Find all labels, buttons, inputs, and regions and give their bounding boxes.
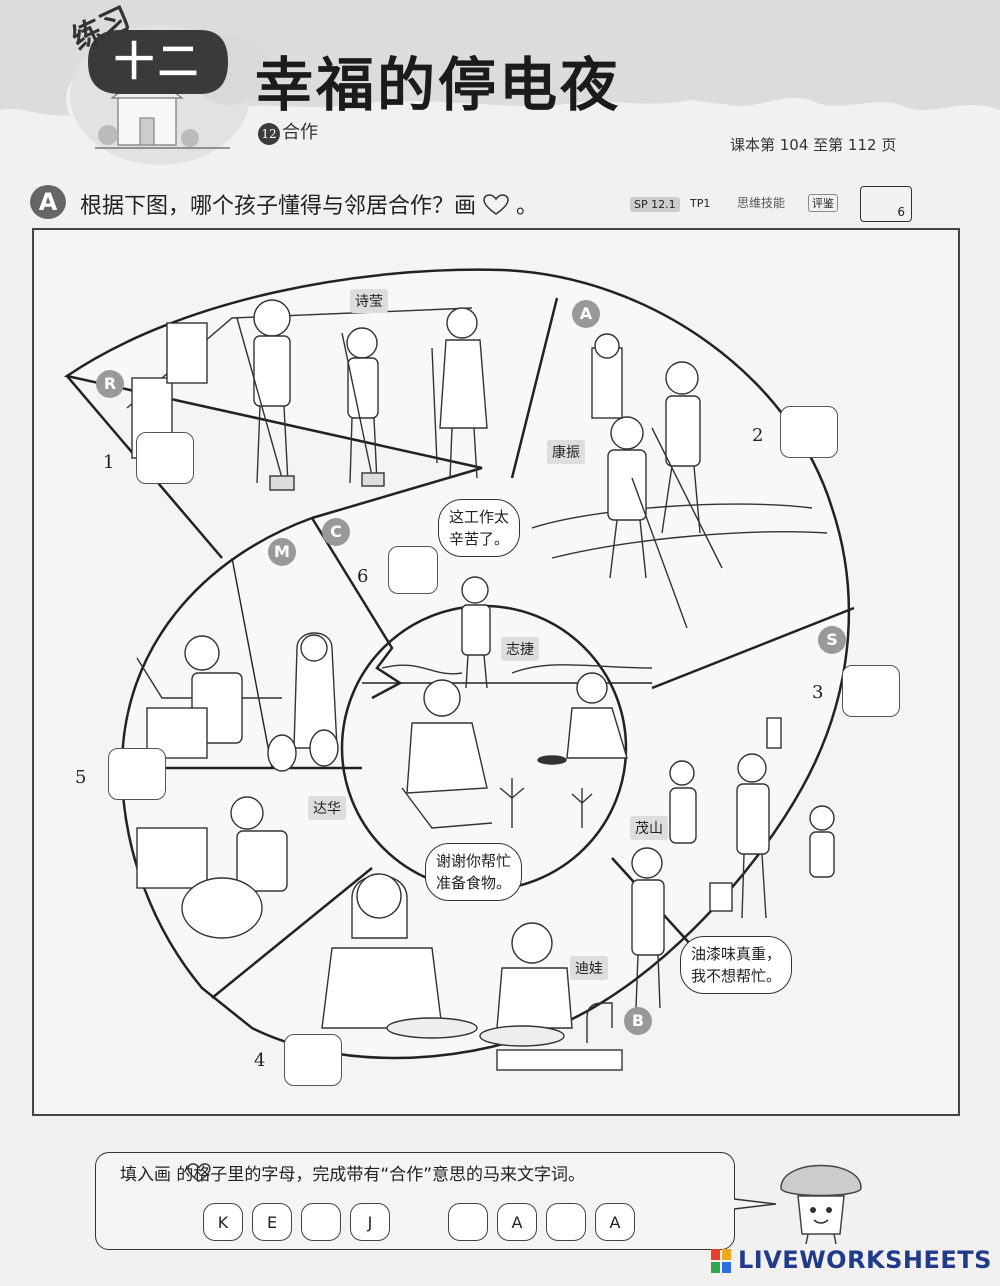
panel-6-scene (381, 576, 653, 689)
panel-2-number: 2 (752, 425, 764, 446)
name-label-zhijie: 志捷 (501, 637, 539, 661)
panel-4-number: 4 (254, 1050, 266, 1071)
lesson-title: 合作 (282, 122, 318, 143)
name-label-shiying: 诗莹 (350, 289, 388, 313)
spiral-wheel-illustration (63, 268, 855, 1071)
speech-zhijie-line-1: 这工作太 (449, 508, 510, 526)
panel-4-letter: B (624, 1007, 652, 1035)
tp-tag: TP1 (690, 197, 711, 210)
panel-3-scene (631, 717, 835, 1009)
answer-box-3[interactable] (842, 665, 900, 717)
answer-box-6[interactable] (388, 546, 438, 594)
letter-cell-2[interactable]: E (252, 1203, 292, 1241)
heart-icon (187, 1163, 211, 1183)
score-box: 6 (860, 186, 912, 222)
panel-6-letter: C (322, 518, 350, 546)
instruction-text: 填入画 的格子里的字母，完成带有“合作”意思的马来文字词。 (120, 1165, 586, 1185)
letter-cell-7[interactable] (546, 1203, 586, 1241)
word-puzzle-instruction: 填入画 的格子里的字母，完成带有“合作”意思的马来文字词。 (120, 1160, 585, 1185)
heart-icon (483, 194, 509, 215)
panel-2-letter: A (572, 300, 600, 328)
mushroom-mascot (780, 1164, 862, 1245)
name-label-diwa: 迪娃 (570, 956, 608, 980)
speech-bubble-zhijie: 这工作太 辛苦了。 (438, 499, 521, 557)
thinking-skill-label: 思维技能 (737, 196, 786, 210)
answer-box-4[interactable] (284, 1034, 342, 1086)
speech-bubble-maoshan: 油漆味真重， 我不想帮忙。 (680, 936, 793, 994)
panel-3-number: 3 (812, 682, 824, 703)
letter-cell-5[interactable] (448, 1203, 488, 1241)
lesson-number: 12 (258, 123, 280, 145)
question-text: 根据下图，哪个孩子懂得与邻居合作？画 。 (80, 188, 538, 220)
page-title: 幸福的停电夜 (255, 51, 622, 119)
question-letter-badge: A (30, 185, 66, 219)
header-cloud-decoration (0, 0, 1000, 165)
letter-cell-3[interactable] (301, 1203, 341, 1241)
speech-maoshan-line-2: 我不想帮忙。 (691, 967, 782, 985)
panel-5-letter: M (268, 538, 296, 566)
letter-cell-1[interactable]: K (203, 1203, 243, 1241)
liveworksheets-logo-icon (711, 1249, 731, 1273)
word-puzzle-box (95, 1152, 735, 1250)
speech-diwa-line-1: 谢谢你帮忙 (436, 852, 512, 870)
answer-box-1[interactable] (136, 432, 194, 484)
panel-1-number: 1 (103, 452, 115, 473)
question-suffix: 。 (516, 194, 539, 219)
speech-bubble-diwa: 谢谢你帮忙 准备食物。 (425, 843, 523, 901)
panel-2-scene (531, 333, 828, 629)
score-total: 6 (897, 205, 905, 219)
name-label-kangzhen: 康振 (547, 440, 585, 464)
evaluation-tag: 评鉴 (808, 194, 838, 212)
unit-badge: 十二 (88, 30, 228, 94)
speech-diwa-line-2: 准备食物。 (436, 874, 512, 892)
letter-cell-8[interactable]: A (595, 1203, 635, 1241)
name-label-dahua: 达华 (308, 796, 346, 820)
speech-maoshan-line-1: 油漆味真重， (691, 945, 782, 963)
panel-1-letter: R (96, 370, 124, 398)
panel-6-number: 6 (357, 566, 369, 587)
speech-zhijie-line-2: 辛苦了。 (449, 530, 510, 548)
panel-4-scene (321, 873, 623, 1071)
panel-5-scene (136, 632, 339, 939)
name-label-maoshan: 茂山 (630, 816, 668, 840)
center-scene (401, 672, 628, 829)
page-reference: 课本第 104 至第 112 页 (730, 136, 897, 154)
liveworksheets-brand: LIVEWORKSHEETS (738, 1246, 992, 1274)
answer-box-5[interactable] (108, 748, 166, 800)
question-main: 根据下图，哪个孩子懂得与邻居合作？画 (80, 194, 477, 219)
panel-1-scene (126, 299, 488, 491)
letter-cell-6[interactable]: A (497, 1203, 537, 1241)
unit-badge-text: 十二 (114, 39, 202, 85)
panel-5-number: 5 (75, 767, 87, 788)
bubble-tail-icon (734, 1198, 777, 1210)
sp-tag: SP 12.1 (630, 197, 680, 212)
answer-box-2[interactable] (780, 406, 838, 458)
panel-3-letter: S (818, 626, 846, 654)
letter-cell-4[interactable]: J (350, 1203, 390, 1241)
